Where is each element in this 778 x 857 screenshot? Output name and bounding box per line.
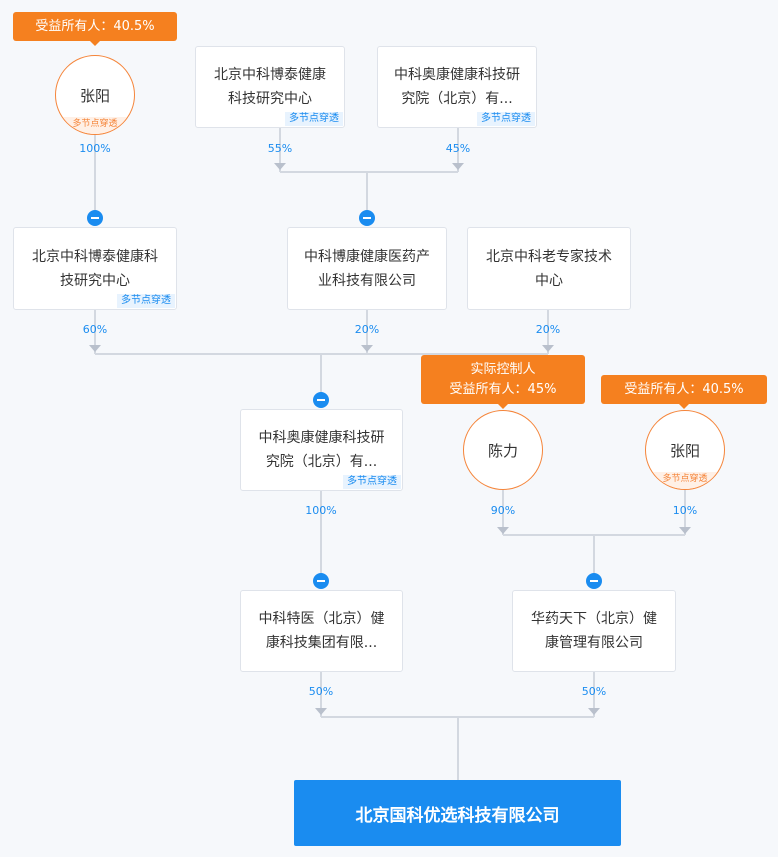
multi-node-penetrate-badge[interactable]: 多节点穿透	[285, 112, 343, 126]
multi-node-penetrate-badge[interactable]: 多节点穿透	[343, 475, 401, 489]
connector	[457, 128, 459, 172]
company-name: 北京中科博泰健康科技研究中心	[214, 67, 326, 107]
connector	[547, 310, 549, 354]
tag-text: 受益所有人：45%	[449, 381, 557, 397]
controller-tag: 实际控制人 受益所有人：45%	[421, 355, 585, 409]
arrow-icon	[542, 345, 554, 352]
company-name: 华药天下（北京）健康管理有限公司	[531, 611, 657, 651]
share-percent: 55%	[267, 142, 293, 155]
beneficiary-tag: 受益所有人：40.5%	[601, 375, 767, 409]
collapse-icon[interactable]	[313, 392, 329, 408]
company-name: 中科奥康健康科技研究院（北京）有...	[258, 430, 385, 470]
connector	[320, 491, 322, 581]
company-node[interactable]: 华药天下（北京）健康管理有限公司	[512, 590, 676, 672]
company-node[interactable]: 北京中科老专家技术中心	[467, 227, 631, 310]
share-percent: 50%	[308, 685, 334, 698]
person-name: 张阳	[669, 441, 700, 460]
connector	[280, 171, 458, 173]
collapse-icon[interactable]	[586, 573, 602, 589]
multi-node-penetrate-badge[interactable]: 多节点穿透	[56, 117, 134, 134]
person-node-chen-li[interactable]: 陈力	[463, 410, 543, 490]
company-name: 北京中科老专家技术中心	[486, 248, 612, 289]
multi-node-penetrate-badge[interactable]: 多节点穿透	[117, 294, 175, 308]
company-node[interactable]: 中科奥康健康科技研究院（北京）有... 多节点穿透	[377, 46, 537, 128]
tag-text: 受益所有人：40.5%	[624, 381, 744, 397]
arrow-icon	[274, 163, 286, 170]
share-percent: 100%	[305, 504, 337, 517]
company-name: 北京中科博泰健康科技研究中心	[32, 248, 158, 289]
multi-node-penetrate-badge[interactable]: 多节点穿透	[646, 472, 724, 489]
company-name: 中科博康健康医药产业科技有限公司	[304, 248, 430, 289]
arrow-icon	[497, 527, 509, 534]
share-percent: 90%	[490, 504, 516, 517]
company-node[interactable]: 北京中科博泰健康科技研究中心多节点穿透	[13, 227, 177, 310]
connector	[94, 310, 96, 354]
connector	[366, 310, 368, 354]
connector	[684, 490, 686, 535]
tag-text: 实际控制人	[470, 361, 536, 377]
share-percent: 60%	[82, 323, 108, 336]
connector	[593, 672, 595, 717]
arrow-icon	[588, 708, 600, 715]
share-percent: 20%	[535, 323, 561, 336]
share-percent: 50%	[581, 685, 607, 698]
company-node[interactable]: 中科博康健康医药产业科技有限公司	[287, 227, 447, 310]
arrow-icon	[89, 345, 101, 352]
company-node[interactable]: 中科奥康健康科技研究院（北京）有... 多节点穿透	[240, 409, 403, 491]
person-node-zhang-yang[interactable]: 张阳 多节点穿透	[55, 55, 135, 135]
collapse-icon[interactable]	[87, 210, 103, 226]
target-company-node[interactable]: 北京国科优选科技有限公司	[294, 780, 621, 846]
connector	[457, 717, 459, 780]
collapse-icon[interactable]	[313, 573, 329, 589]
arrow-icon	[315, 708, 327, 715]
connector	[593, 535, 595, 581]
connector	[279, 128, 281, 172]
company-node[interactable]: 中科特医（北京）健康科技集团有限...	[240, 590, 403, 672]
person-name: 陈力	[487, 441, 518, 460]
person-name: 张阳	[79, 86, 110, 105]
connector	[94, 135, 96, 218]
connector	[366, 172, 368, 218]
connector	[320, 354, 322, 400]
company-name: 北京国科优选科技有限公司	[355, 805, 560, 826]
connector	[320, 672, 322, 717]
share-percent: 100%	[79, 142, 111, 155]
share-percent: 45%	[445, 142, 471, 155]
arrow-icon	[361, 345, 373, 352]
company-name: 中科特医（北京）健康科技集团有限...	[258, 611, 385, 651]
arrow-icon	[452, 163, 464, 170]
collapse-icon[interactable]	[359, 210, 375, 226]
beneficiary-tag: 受益所有人：40.5%	[13, 12, 177, 46]
share-percent: 10%	[672, 504, 698, 517]
company-name: 中科奥康健康科技研究院（北京）有...	[394, 67, 520, 107]
connector	[502, 490, 504, 535]
person-node-zhang-yang[interactable]: 张阳 多节点穿透	[645, 410, 725, 490]
arrow-icon	[679, 527, 691, 534]
multi-node-penetrate-badge[interactable]: 多节点穿透	[477, 112, 535, 126]
tag-text: 受益所有人：40.5%	[35, 18, 155, 34]
share-percent: 20%	[354, 323, 380, 336]
company-node[interactable]: 北京中科博泰健康科技研究中心多节点穿透	[195, 46, 345, 128]
